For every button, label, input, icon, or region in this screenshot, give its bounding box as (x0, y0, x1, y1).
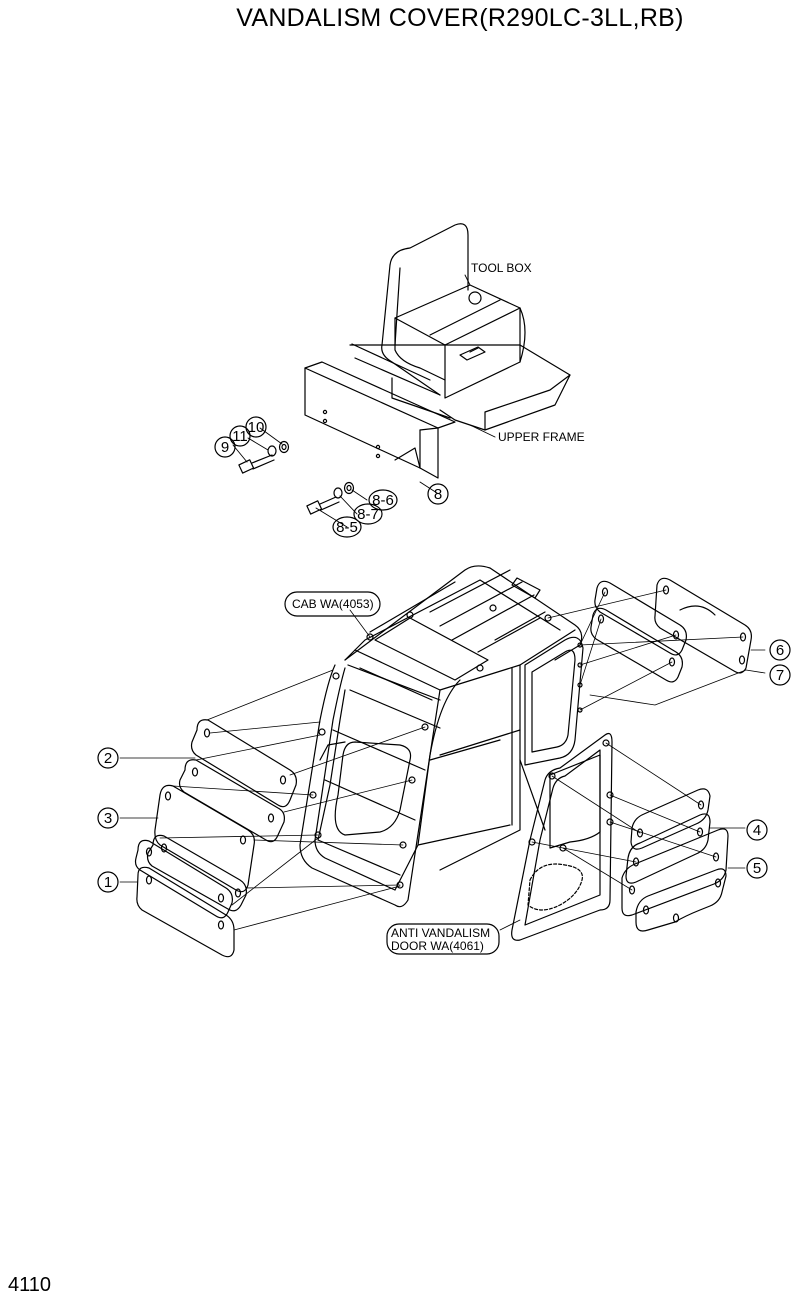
bolt-washer-set-lower (306, 481, 355, 515)
callout-4: 4 (753, 822, 761, 839)
diagram-title: VANDALISM COVER(R290LC-3LL,RB) (236, 4, 684, 32)
cover-plate-6 (590, 580, 687, 683)
callout-7: 7 (776, 667, 784, 684)
cover-plate-5 (621, 828, 729, 932)
upper-frame-drawing (349, 223, 571, 431)
label-cab-wa: CAB WA(4053) (292, 597, 374, 611)
bracket-part-8 (304, 361, 456, 479)
cover-plate-2 (178, 719, 297, 843)
cover-plate-7 (654, 577, 752, 674)
page-number: 4110 (8, 1274, 52, 1296)
callout-6: 6 (776, 642, 784, 659)
callout-9: 9 (221, 439, 229, 456)
leader-lines-upper (232, 274, 496, 528)
callout-1: 1 (104, 874, 112, 891)
label-anti-vandalism-line1: ANTI VANDALISM (391, 926, 490, 940)
label-upper-frame: UPPER FRAME (498, 430, 585, 444)
callout-5: 5 (753, 860, 761, 877)
anti-vandalism-door (511, 732, 614, 941)
cover-plate-3 (146, 784, 255, 912)
callout-10: 10 (248, 419, 265, 436)
callout-11: 11 (232, 428, 248, 445)
callout-circles (97, 416, 791, 955)
callout-3: 3 (104, 810, 112, 827)
bolt-washer-set-upper (238, 440, 290, 474)
label-tool-box: TOOL BOX (471, 261, 532, 275)
assembly-lines-lower (119, 589, 766, 931)
cover-plate-1 (134, 839, 235, 958)
callout-8-5: 8-5 (336, 519, 358, 536)
callout-8: 8 (434, 486, 442, 503)
callout-8-6: 8-6 (372, 492, 394, 509)
label-anti-vandalism-line2: DOOR WA(4061) (391, 939, 484, 953)
callout-8-7: 8-7 (357, 506, 379, 523)
cover-plate-4 (625, 788, 711, 884)
cab-drawing (299, 565, 584, 908)
callout-2: 2 (104, 750, 112, 767)
